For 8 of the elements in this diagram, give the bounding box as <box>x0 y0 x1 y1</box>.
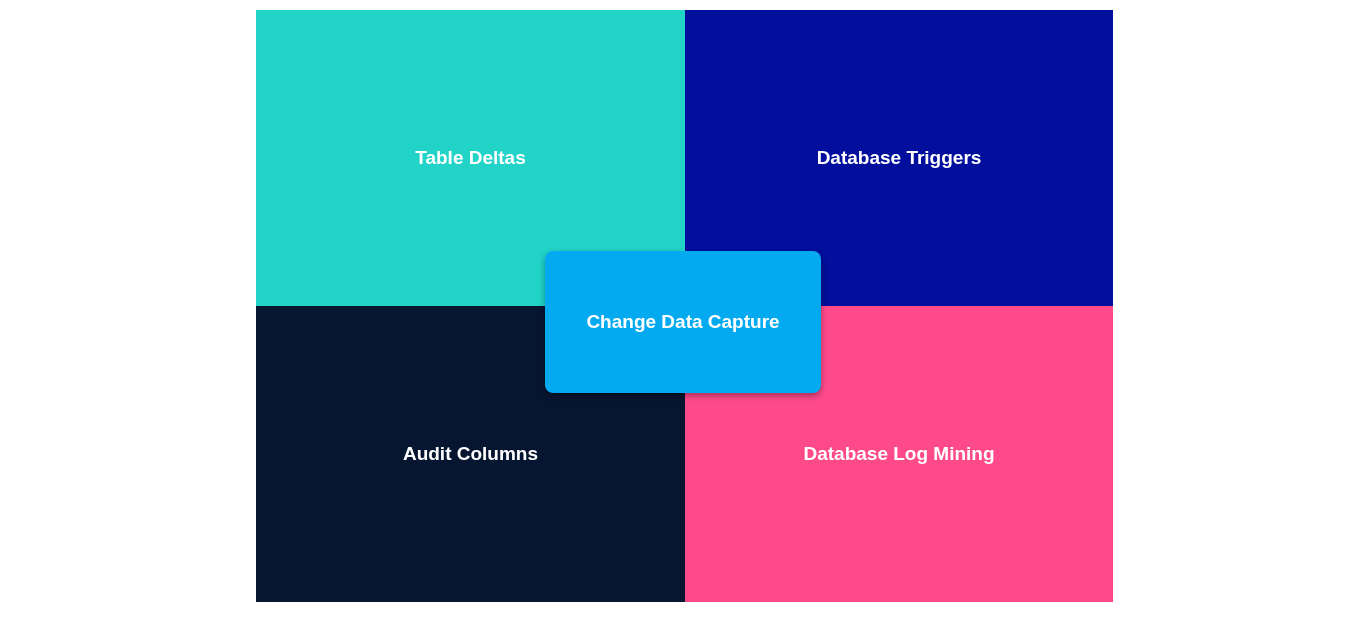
center-card <box>545 251 821 393</box>
quadrant-panel <box>685 10 1113 306</box>
panel-label: Change Data Capture <box>585 309 781 334</box>
quadrant-panel <box>256 10 685 306</box>
panel-label: Database Triggers <box>815 145 983 170</box>
panel-label: Database Log Mining <box>802 441 996 466</box>
panel-label: Table Deltas <box>414 145 527 170</box>
panel-label: Audit Columns <box>401 441 540 466</box>
